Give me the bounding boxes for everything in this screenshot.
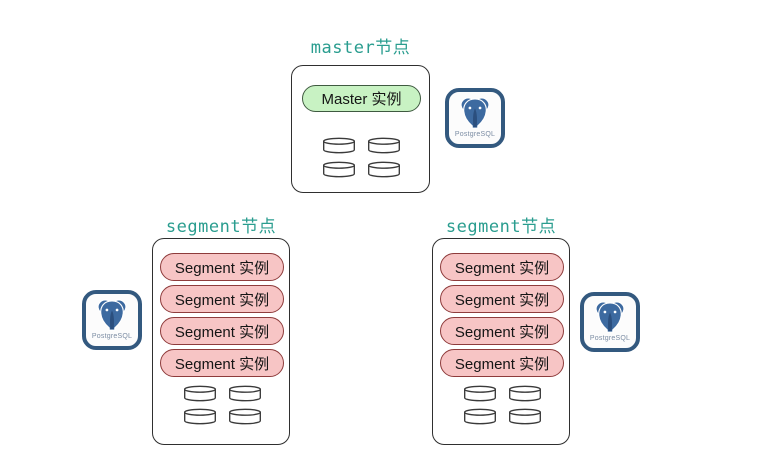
segment-instance-pill: Segment 实例 [440, 349, 564, 377]
database-cylinder-icon [226, 408, 264, 425]
postgresql-elephant-icon [94, 297, 130, 333]
database-cylinder-icon [461, 408, 499, 425]
master-instance-pill: Master 实例 [302, 85, 421, 112]
segment-instance-pill: Segment 实例 [160, 349, 284, 377]
segment-right-disk-group [461, 385, 544, 425]
segment-left-node-label: segment节点 [165, 217, 277, 237]
segment-instance-pill: Segment 实例 [440, 253, 564, 281]
segment-instance-pill: Segment 实例 [440, 317, 564, 345]
postgresql-elephant-icon [592, 299, 628, 335]
postgresql-wordmark: PostgreSQL [589, 335, 631, 342]
segment-instance-pill: Segment 实例 [160, 285, 284, 313]
postgresql-wordmark: PostgreSQL [91, 333, 133, 340]
database-cylinder-icon [461, 385, 499, 402]
segment-right-node-label: segment节点 [445, 217, 557, 237]
segment-right-instance-stack: Segment 实例 Segment 实例 Segment 实例 Segment… [440, 253, 564, 377]
database-cylinder-icon [226, 385, 264, 402]
database-cylinder-icon [320, 161, 358, 178]
segment-left-instance-stack: Segment 实例 Segment 实例 Segment 实例 Segment… [160, 253, 284, 377]
segment-instance-pill: Segment 实例 [440, 285, 564, 313]
database-cylinder-icon [181, 408, 219, 425]
postgresql-wordmark: PostgreSQL [454, 131, 496, 138]
database-cylinder-icon [181, 385, 219, 402]
segment-instance-pill: Segment 实例 [160, 317, 284, 345]
database-cylinder-icon [506, 385, 544, 402]
postgresql-icon: PostgreSQL [580, 292, 640, 352]
database-cylinder-icon [365, 161, 403, 178]
segment-left-node-box: Segment 实例 Segment 实例 Segment 实例 Segment… [152, 238, 290, 445]
master-node-label: master节点 [310, 38, 411, 58]
database-cylinder-icon [365, 137, 403, 154]
postgresql-icon: PostgreSQL [445, 88, 505, 148]
database-cylinder-icon [320, 137, 358, 154]
master-disk-group [320, 137, 403, 178]
segment-right-node-box: Segment 实例 Segment 实例 Segment 实例 Segment… [432, 238, 570, 445]
master-node-box: Master 实例 [291, 65, 430, 193]
postgresql-icon: PostgreSQL [82, 290, 142, 350]
database-cylinder-icon [506, 408, 544, 425]
segment-left-disk-group [181, 385, 264, 425]
segment-instance-pill: Segment 实例 [160, 253, 284, 281]
postgresql-elephant-icon [457, 95, 493, 131]
